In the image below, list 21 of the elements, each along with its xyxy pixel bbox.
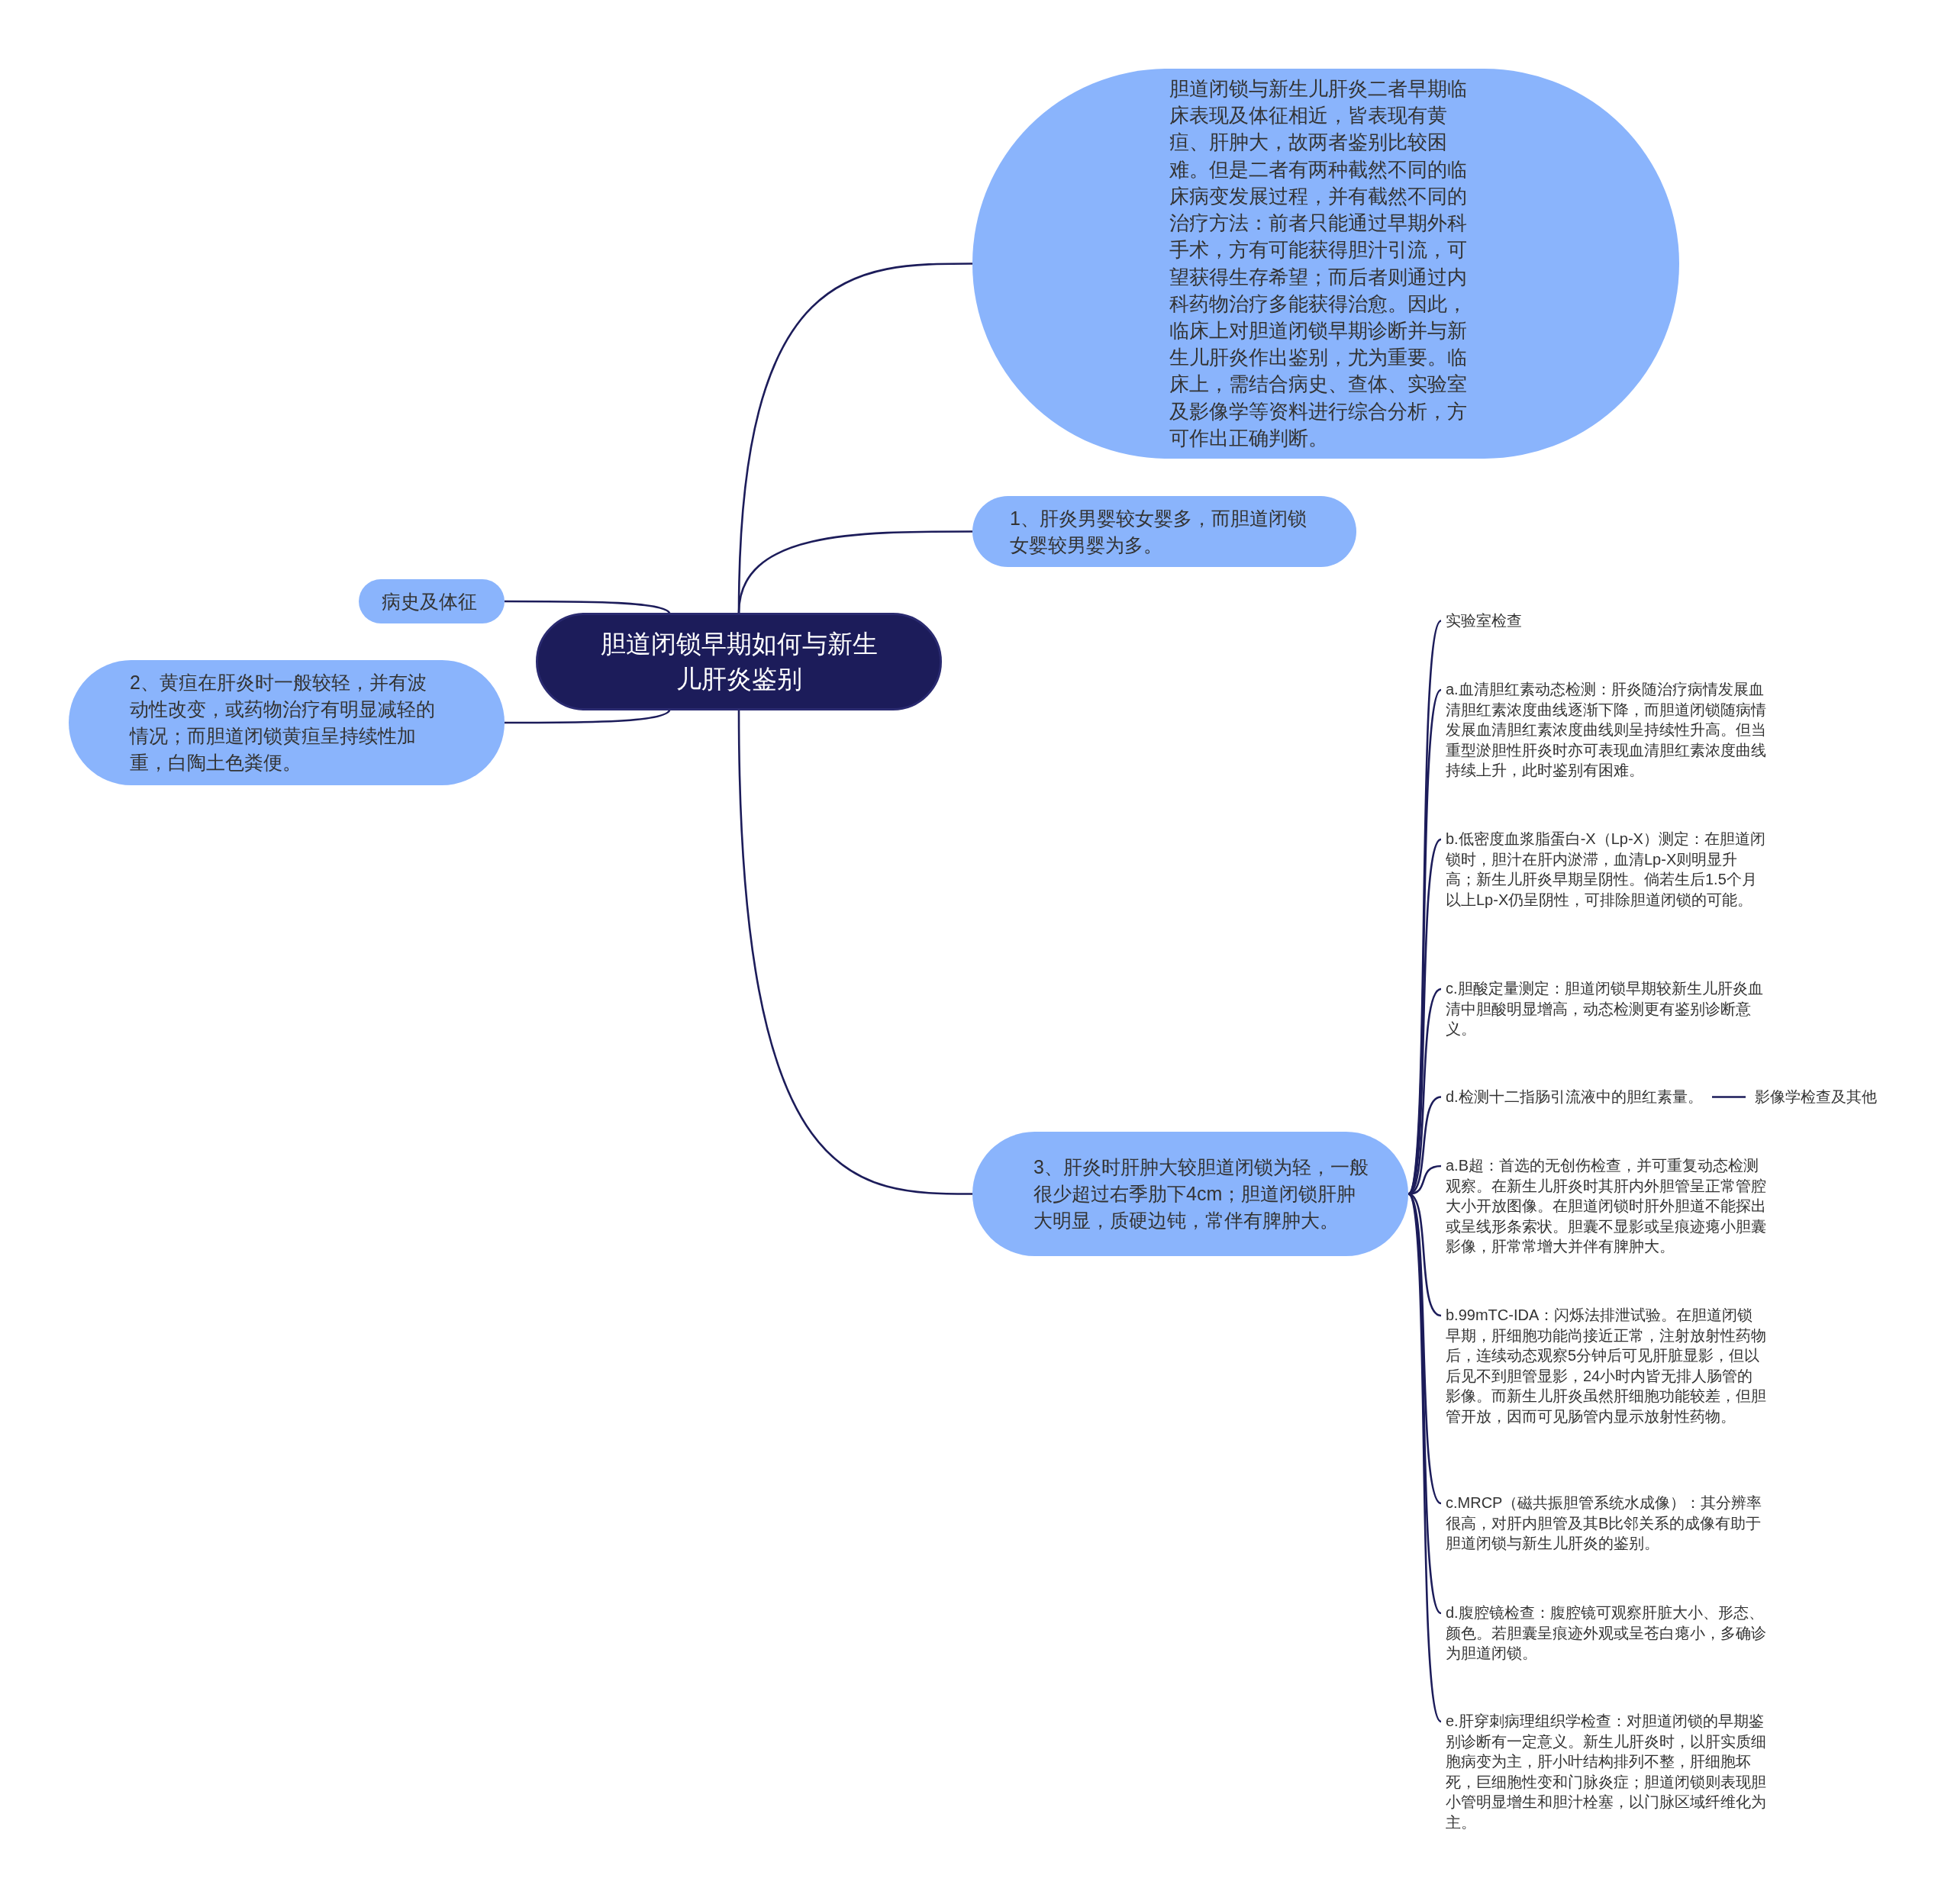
topic-text: 影像学检查及其他 xyxy=(1755,1087,1877,1107)
topic-bubble: 胆道闭锁与新生儿肝炎二者早期临床表现及体征相近，皆表现有黄疸、肝肿大，故两者鉴别比较困难。但是二者有两种截然不同的临床病变发展过程，并有截然不同的治疗方法：前者只能通过早期外科手术，方有可能获得胆汁引流，可望获得生存希望；而后者则通过内科药物治疗多能获得治愈。因此，临床上对胆道闭锁早期诊断并与新生儿肝炎作出鉴别，尤为重要。临床上，需结合病史、查体、实验室及影像学等资料进行综合分析，方可作出正确判断。 xyxy=(972,69,1679,459)
connector-line xyxy=(1407,1193,1443,1722)
connector-line xyxy=(737,530,972,614)
connector-line xyxy=(1712,1096,1746,1098)
topic-text: e.肝穿刺病理组织学检查：对胆道闭锁的早期鉴别诊断有一定意义。新生儿肝炎时，以肝实质细胞病变为主，肝小叶结构排列不整，肝细胞坏死，巨细胞性变和门脉炎症；胆道闭锁则表现胆小管明显增生和胆汁栓塞，以门脉区域纤维化为主。 xyxy=(1446,1711,1766,1832)
topic-text: d.检测十二指肠引流液中的胆红素量。 xyxy=(1446,1087,1703,1107)
topic-text: 实验室检查 xyxy=(1446,611,1766,631)
central-topic: 胆道闭锁早期如何与新生儿肝炎鉴别 xyxy=(536,613,942,710)
topic-text: c.胆酸定量测定：胆道闭锁早期较新生儿肝炎血清中胆酸明显增高，动态检测更有鉴别诊断意义。 xyxy=(1446,978,1766,1039)
topic-bubble: 病史及体征 xyxy=(359,579,505,623)
topic-text: c.MRCP（磁共振胆管系统水成像）：其分辨率很高，对肝内胆管及其B比邻关系的成像有助于胆道闭锁与新生儿肝炎的鉴别。 xyxy=(1446,1493,1766,1554)
topic-text: b.99mTC-IDA：闪烁法排泄试验。在胆道闭锁早期，肝细胞功能尚接近正常，注射放射性药物后，连续动态观察5分钟后可见肝脏显影，但以后见不到胆管显影，24小时内皆无排人肠管的影像。而新生儿肝炎虽然肝细胞功能较差，但胆管开放，因而可见肠管内显示放射性药物。 xyxy=(1446,1305,1766,1426)
topic-text: d.腹腔镜检查：腹腔镜可观察肝脏大小、形态、颜色。若胆囊呈痕迹外观或呈苍白瘪小，多确诊为胆道闭锁。 xyxy=(1446,1603,1766,1664)
topic-text: a.B超：首选的无创伤检查，并可重复动态检测观察。在新生儿肝炎时其肝内外胆管呈正常管腔大小开放图像。在胆道闭锁时肝外胆道不能探出或呈线形条索状。胆囊不显影或呈痕迹瘪小胆囊影像，肝常常增大并伴有脾肿大。 xyxy=(1446,1155,1766,1257)
topic-bubble: 3、肝炎时肝肿大较胆道闭锁为轻，一般很少超过右季肋下4cm；胆道闭锁肝肿大明显，质硬边钝，常伴有脾肿大。 xyxy=(972,1132,1408,1256)
connector-line xyxy=(737,710,972,1195)
topic-text: a.血清胆红素动态检测：肝炎随治疗病情发展血清胆红素浓度曲线逐渐下降，而胆道闭锁随病情发展血清胆红素浓度曲线则呈持续性升高。但当重型淤胆性肝炎时亦可表现血清胆红素浓度曲线持续上升，此时鉴别有困难。 xyxy=(1446,679,1766,781)
topic-bubble: 1、肝炎男婴较女婴多，而胆道闭锁女婴较男婴为多。 xyxy=(972,496,1356,567)
topic-text: b.低密度血浆脂蛋白-X（Lp-X）测定：在胆道闭锁时，胆汁在肝内淤滞，血清Lp-X则明显升高；新生儿肝炎早期呈阴性。倘若生后1.5个月以上Lp-X仍呈阴性，可排除胆道闭锁的可能。 xyxy=(1446,829,1766,910)
topic-bubble: 2、黄疸在肝炎时一般较轻，并有波动性改变，或药物治疗有明显减轻的情况；而胆道闭锁黄疸呈持续性加重，白陶土色粪便。 xyxy=(69,660,505,785)
